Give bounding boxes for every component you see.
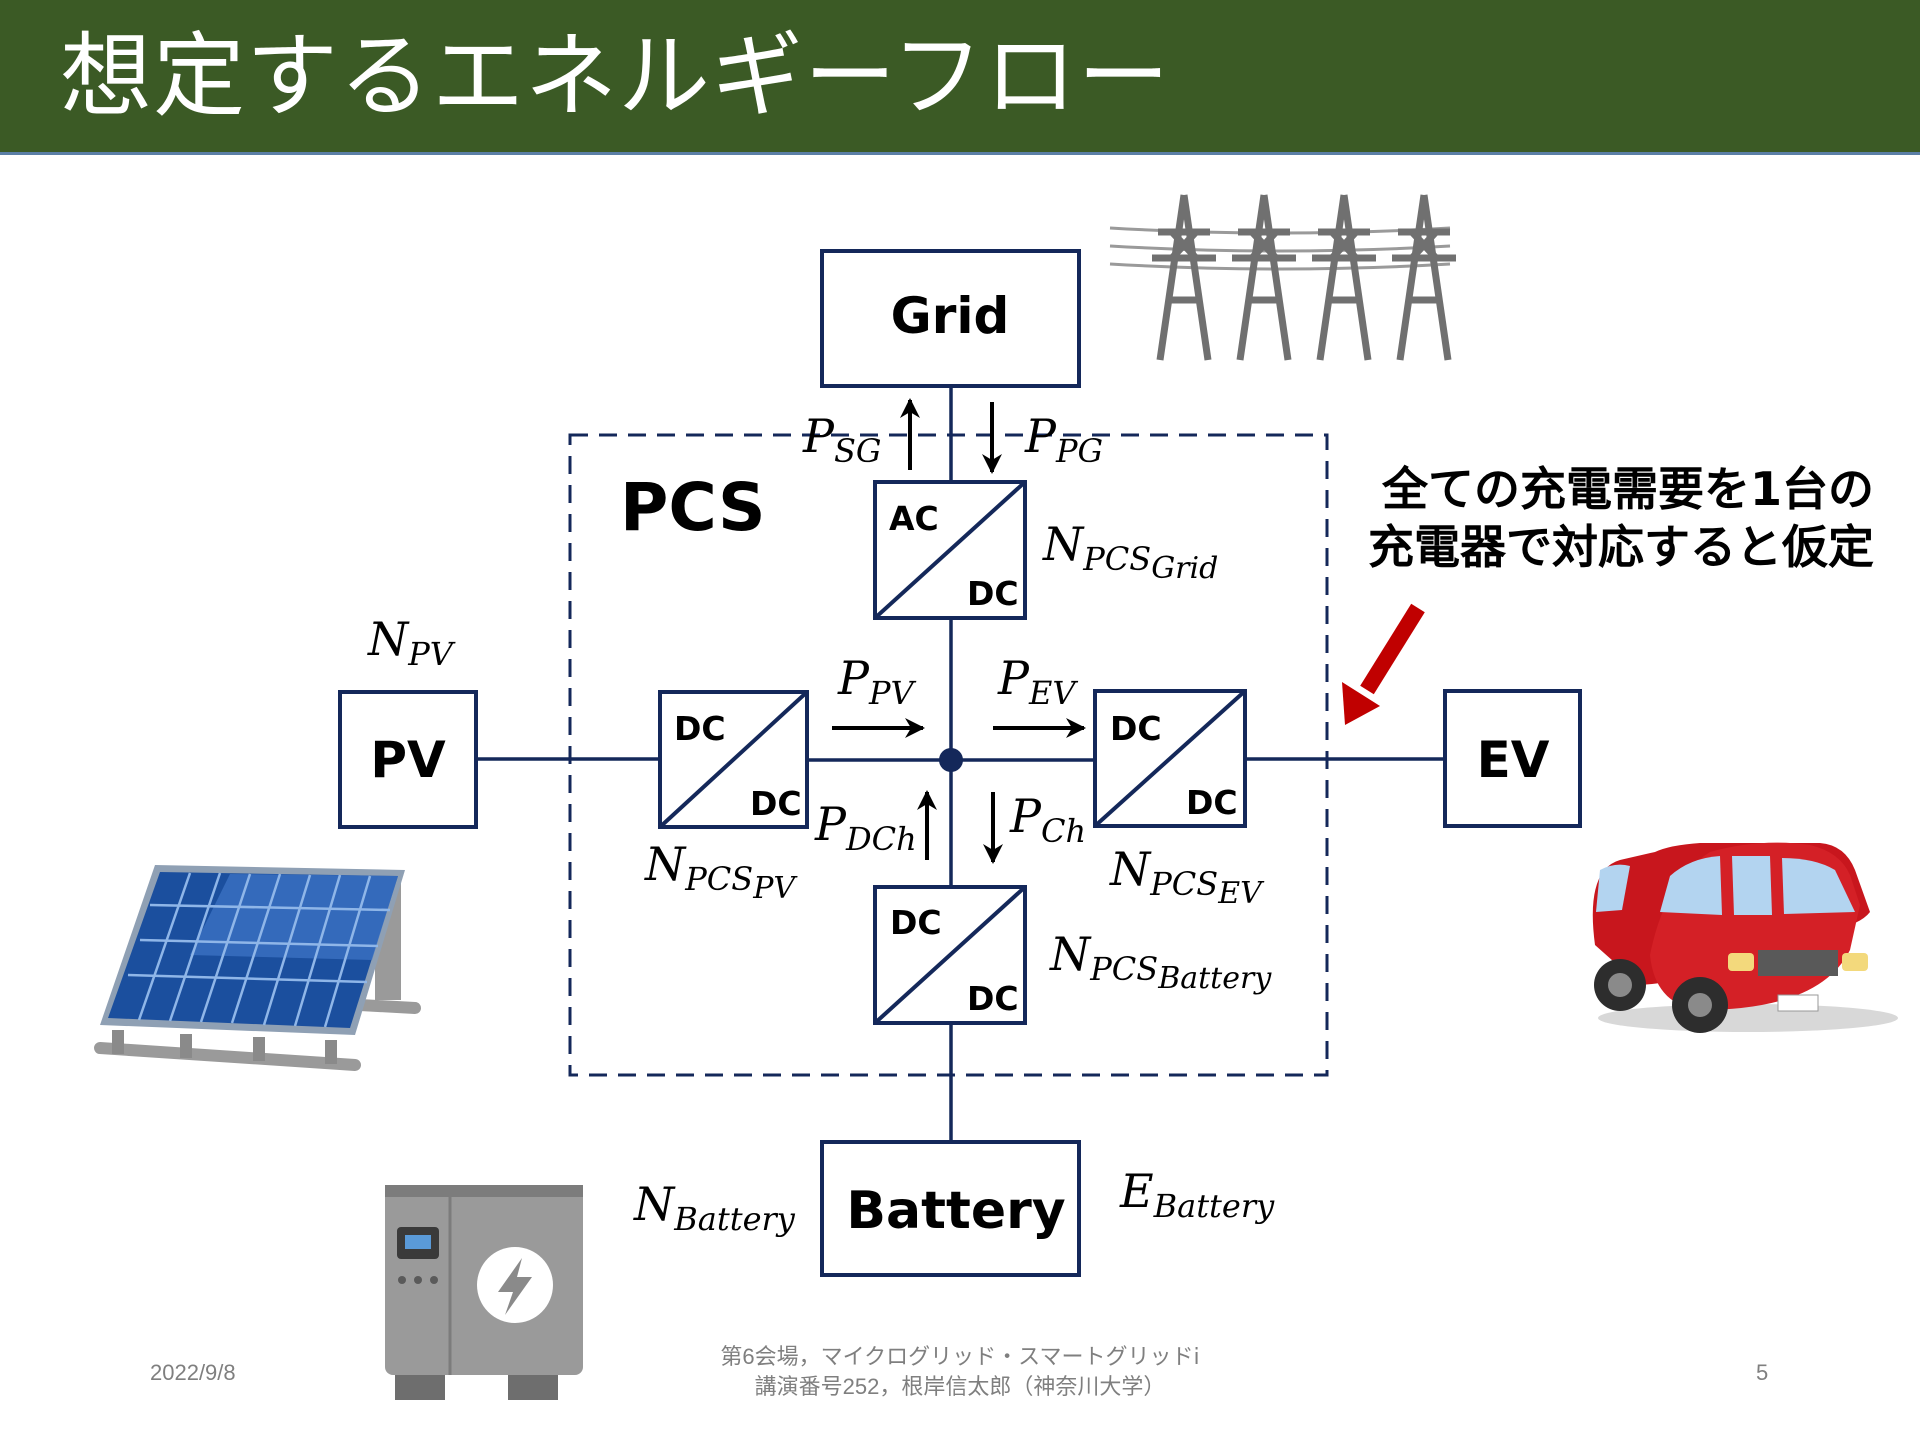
symbol-p-pg: PPG — [1024, 409, 1103, 470]
symbol-n-pcs-battery: NPCSBattery — [1049, 927, 1272, 996]
converter-battery-bottom: DC — [967, 979, 1019, 1018]
connection-lines — [476, 388, 1445, 1142]
symbol-n-pcs-grid: NPCSGrid — [1042, 517, 1218, 586]
pcs-region — [568, 433, 1329, 1077]
assumption-callout: 全ての充電需要を1台の 充電器で対応すると仮定 — [1368, 460, 1874, 576]
callout-line-1: 全ての充電需要を1台の — [1381, 462, 1874, 516]
battery-box-label: Battery — [846, 1181, 1065, 1241]
callout-line-2: 充電器で対応すると仮定 — [1368, 520, 1874, 574]
converter-pv-bottom: DC — [750, 784, 802, 823]
converter-battery: DC DC — [873, 885, 1027, 1025]
footer-center-line-2: 講演番号252，根岸信太郎（神奈川大学） — [754, 1374, 1166, 1399]
converter-grid-top: AC — [889, 499, 939, 538]
symbol-p-sg: PSG — [802, 409, 881, 470]
converter-pv: DC DC — [658, 690, 809, 829]
symbol-p-ev: PEV — [997, 651, 1078, 712]
symbol-p-pv: PPV — [837, 651, 916, 712]
converter-grid: AC DC — [873, 480, 1027, 620]
red-car-icon — [1592, 842, 1898, 1033]
converter-ev: DC DC — [1093, 689, 1247, 828]
power-symbols: PSG PPG PPV PEV PDCh PCh — [802, 409, 1103, 858]
converter-ev-bottom: DC — [1186, 783, 1238, 822]
dc-bus-node — [939, 748, 963, 772]
symbol-n-pcs-ev: NPCSEV — [1109, 842, 1265, 911]
symbol-n-battery: NBattery — [633, 1177, 796, 1238]
converter-battery-top: DC — [890, 903, 942, 942]
flow-arrows — [832, 398, 1086, 864]
battery-box: Battery — [820, 1140, 1081, 1277]
footer-page-number: 5 — [1756, 1360, 1769, 1385]
symbol-n-pv: NPV — [367, 612, 456, 673]
battery-unit-icon — [385, 1185, 583, 1400]
slide-title: 想定するエネルギーフロー — [60, 23, 1171, 130]
footer-date: 2022/9/8 — [150, 1360, 236, 1385]
converter-pv-top: DC — [674, 709, 726, 748]
grid-box: Grid — [820, 249, 1081, 388]
footer-center-line-1: 第6会場，マイクログリッド・スマートグリッドⅰ — [720, 1344, 1200, 1369]
pv-box: PV — [338, 690, 478, 829]
pv-box-label: PV — [370, 731, 446, 789]
title-bar: 想定するエネルギーフロー — [0, 0, 1920, 155]
symbol-p-dch: PDCh — [814, 797, 917, 858]
solar-panel-icon — [94, 865, 421, 1071]
ev-box-label: EV — [1477, 731, 1550, 789]
callout-arrow — [1342, 603, 1425, 725]
converter-ev-top: DC — [1110, 709, 1162, 748]
ev-box: EV — [1443, 689, 1582, 828]
grid-box-label: Grid — [891, 287, 1010, 345]
footer-center: 第6会場，マイクログリッド・スマートグリッドⅰ 講演番号252，根岸信太郎（神奈… — [680, 1342, 1240, 1402]
symbol-n-pcs-pv: NPCSPV — [644, 837, 798, 906]
power-tower-icon — [1109, 194, 1456, 361]
pcs-label: PCS — [620, 469, 766, 546]
symbol-e-battery: EBattery — [1119, 1164, 1275, 1225]
converter-grid-bottom: DC — [967, 574, 1019, 613]
symbol-p-ch: PCh — [1009, 789, 1086, 850]
efficiency-symbols: NPV NPCSGrid NPCSPV NPCSEV NPCSBattery N… — [367, 517, 1275, 1238]
